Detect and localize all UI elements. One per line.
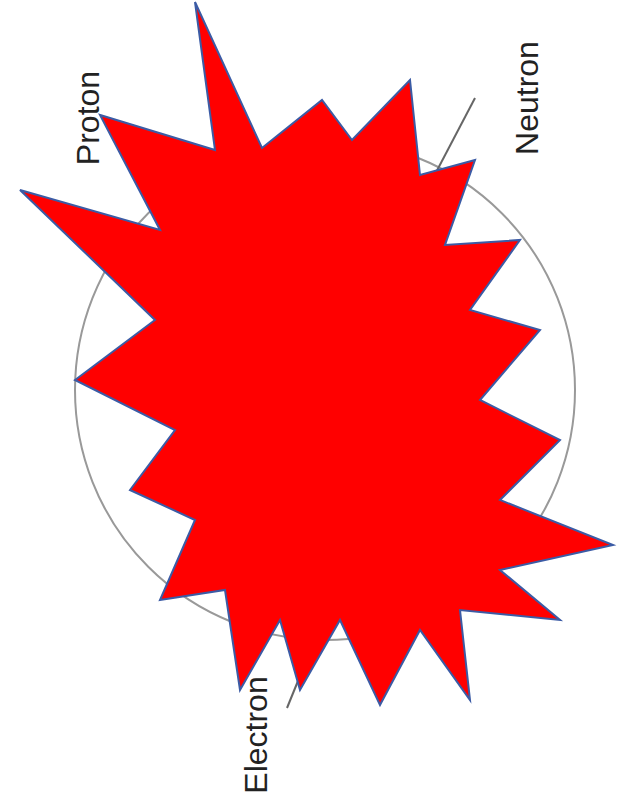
part-label: Electron: [240, 676, 272, 793]
part-label: Neutron: [511, 41, 543, 155]
red-star: [20, 2, 613, 705]
part-label: Proton: [72, 71, 104, 165]
